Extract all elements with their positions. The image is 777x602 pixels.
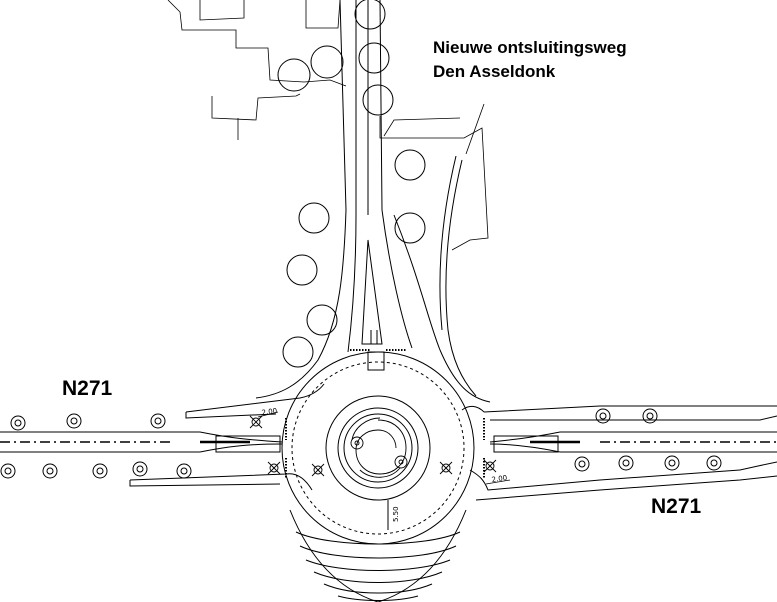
tree-icon xyxy=(618,455,634,471)
north-access-road xyxy=(255,0,491,403)
plan-title-line-2: Den Asseldonk xyxy=(433,62,556,81)
tree-icon xyxy=(150,413,166,429)
tree-icon xyxy=(92,463,108,479)
tree-icon xyxy=(354,0,386,30)
streetlight-icon xyxy=(483,459,497,473)
tree-icon xyxy=(394,212,426,244)
tree-icon xyxy=(574,456,590,472)
tree-group-east xyxy=(574,408,722,472)
tree-icon xyxy=(706,455,722,471)
roundabout-island xyxy=(337,407,419,489)
tree-icon xyxy=(282,336,314,368)
roundabout-lane-ring xyxy=(291,361,465,535)
streetlight-icon xyxy=(439,461,453,475)
tree-icon xyxy=(176,463,192,479)
tree-icon xyxy=(42,463,58,479)
dimension-label-south: 5.50 xyxy=(392,506,400,522)
streetlight-icon xyxy=(249,415,263,429)
east-n271-road xyxy=(461,405,777,501)
tree-group-north xyxy=(277,0,426,368)
dimension-label-west: 2.00 xyxy=(261,407,278,417)
roundabout-outer-ring xyxy=(281,351,475,545)
dimension-label-east: 2.00 xyxy=(491,474,508,484)
building-outlines xyxy=(167,0,347,140)
tree-icon xyxy=(66,413,82,429)
roundabout xyxy=(281,349,485,545)
building-outlines-east xyxy=(379,103,489,251)
tree-icon xyxy=(0,463,16,479)
tree-icon xyxy=(298,202,330,234)
streetlight-icon xyxy=(267,461,281,475)
dimension-lines xyxy=(257,411,511,528)
tree-icon xyxy=(286,254,318,286)
spiral-centre-icon xyxy=(350,417,408,478)
tree-icon xyxy=(10,415,26,431)
tree-icon xyxy=(642,408,658,424)
tree-icon xyxy=(277,58,311,92)
tree-icon xyxy=(306,304,338,336)
plan-title-line-1: Nieuwe ontsluitingsweg xyxy=(433,38,627,57)
streetlight-icon xyxy=(311,463,325,477)
road-label-east: N271 xyxy=(651,495,702,518)
tree-icon xyxy=(664,455,680,471)
tree-icon xyxy=(310,45,344,79)
tree-group-west xyxy=(0,413,192,479)
south-road xyxy=(289,500,467,602)
tree-icon xyxy=(362,84,394,116)
west-n271-road xyxy=(0,383,325,491)
streetlight-group xyxy=(249,415,497,477)
roundabout-apron xyxy=(325,395,431,501)
tree-icon xyxy=(595,408,611,424)
tree-icon xyxy=(358,42,390,74)
tree-icon xyxy=(394,149,426,181)
tree-icon xyxy=(132,461,148,477)
road-label-west: N271 xyxy=(62,377,113,400)
